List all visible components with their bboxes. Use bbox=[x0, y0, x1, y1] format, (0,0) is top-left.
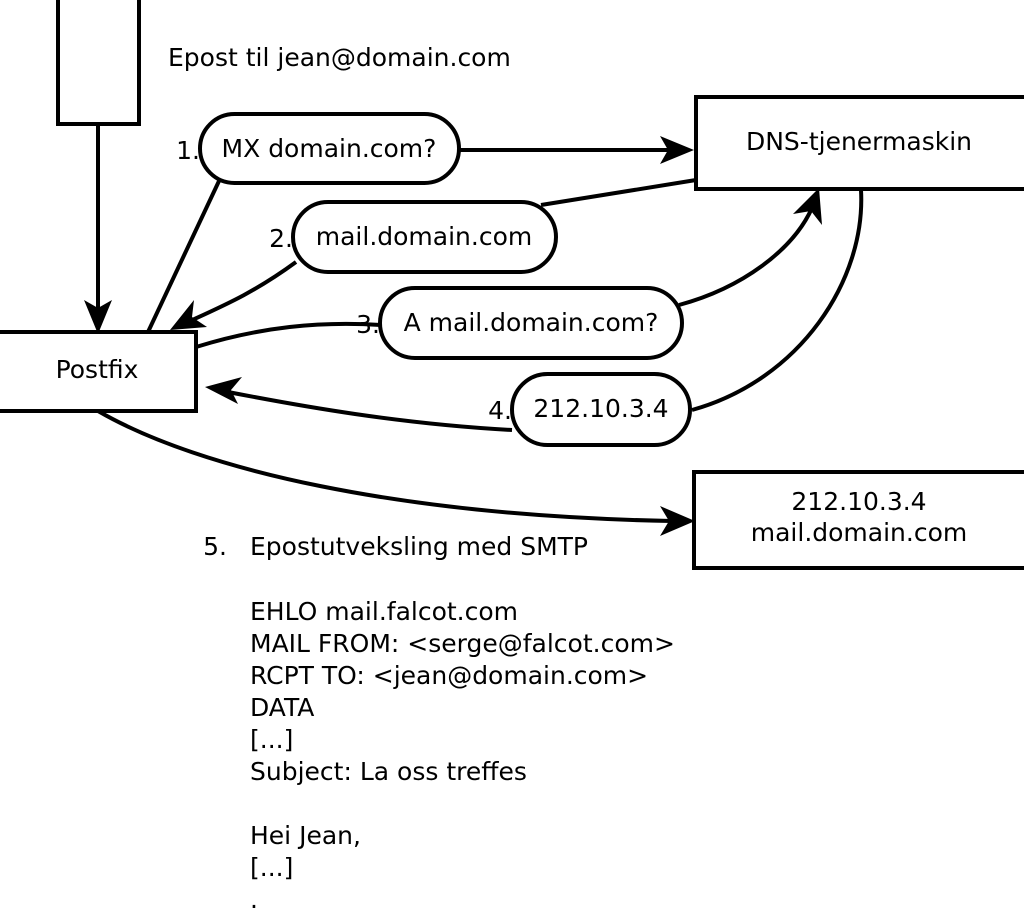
step-bubble-1-label: MX domain.com? bbox=[222, 134, 437, 163]
transcript-line-9: . bbox=[250, 885, 258, 914]
transcript-line-5: Subject: La oss treffes bbox=[250, 757, 527, 786]
edge-postfix-to-step3 bbox=[195, 321, 382, 349]
transcript-line-2: RCPT TO: <jean@domain.com> bbox=[250, 661, 648, 690]
step-bubble-4[interactable]: 212.10.3.4 bbox=[510, 372, 692, 447]
node-postfix-label: Postfix bbox=[56, 355, 139, 384]
smtp-transcript: EHLO mail.falcot.com MAIL FROM: <serge@f… bbox=[250, 597, 675, 914]
node-mail-server-ip: 212.10.3.4 bbox=[791, 487, 926, 516]
edge-postfix-to-step1 bbox=[146, 180, 221, 333]
node-dns-server[interactable]: DNS-tjenermaskin bbox=[694, 95, 1024, 191]
edge-client-to-postfix bbox=[84, 124, 112, 334]
edge-step1-to-dns bbox=[459, 136, 694, 164]
page-title: Epost til jean@domain.com bbox=[168, 43, 511, 72]
step-number-4: 4. bbox=[488, 396, 512, 425]
step-bubble-1[interactable]: MX domain.com? bbox=[198, 112, 461, 185]
edge-step2-to-postfix bbox=[170, 260, 298, 330]
node-dns-server-label: DNS-tjenermaskin bbox=[746, 127, 972, 156]
transcript-line-1: MAIL FROM: <serge@falcot.com> bbox=[250, 629, 675, 658]
edge-dns-to-step4 bbox=[691, 189, 864, 412]
transcript-line-4: [...] bbox=[250, 725, 293, 754]
transcript-line-7: Hei Jean, bbox=[250, 821, 361, 850]
transcript-line-0: EHLO mail.falcot.com bbox=[250, 597, 518, 626]
step-bubble-3-label: A mail.domain.com? bbox=[404, 308, 659, 337]
step-bubble-2-label: mail.domain.com bbox=[316, 222, 532, 251]
node-mail-server-hostname: mail.domain.com bbox=[751, 518, 967, 547]
step-5-caption: Epostutveksling med SMTP bbox=[250, 532, 588, 561]
node-client[interactable] bbox=[56, 0, 141, 126]
node-mail-server[interactable]: 212.10.3.4 mail.domain.com bbox=[692, 470, 1024, 570]
edge-step3-to-dns bbox=[678, 188, 822, 307]
step-number-5: 5. bbox=[203, 532, 227, 561]
step-bubble-3[interactable]: A mail.domain.com? bbox=[378, 286, 684, 360]
step-number-1: 1. bbox=[176, 136, 200, 165]
edge-step4-to-postfix bbox=[205, 377, 513, 432]
edge-postfix-to-mailserver bbox=[96, 409, 695, 536]
step-bubble-2[interactable]: mail.domain.com bbox=[291, 200, 558, 274]
transcript-line-8: [...] bbox=[250, 853, 293, 882]
edge-dns-to-step2 bbox=[540, 178, 697, 207]
step-number-3: 3. bbox=[356, 310, 380, 339]
step-bubble-4-label: 212.10.3.4 bbox=[533, 394, 668, 423]
step-number-2: 2. bbox=[269, 224, 293, 253]
transcript-line-3: DATA bbox=[250, 693, 314, 722]
node-postfix[interactable]: Postfix bbox=[0, 330, 198, 413]
